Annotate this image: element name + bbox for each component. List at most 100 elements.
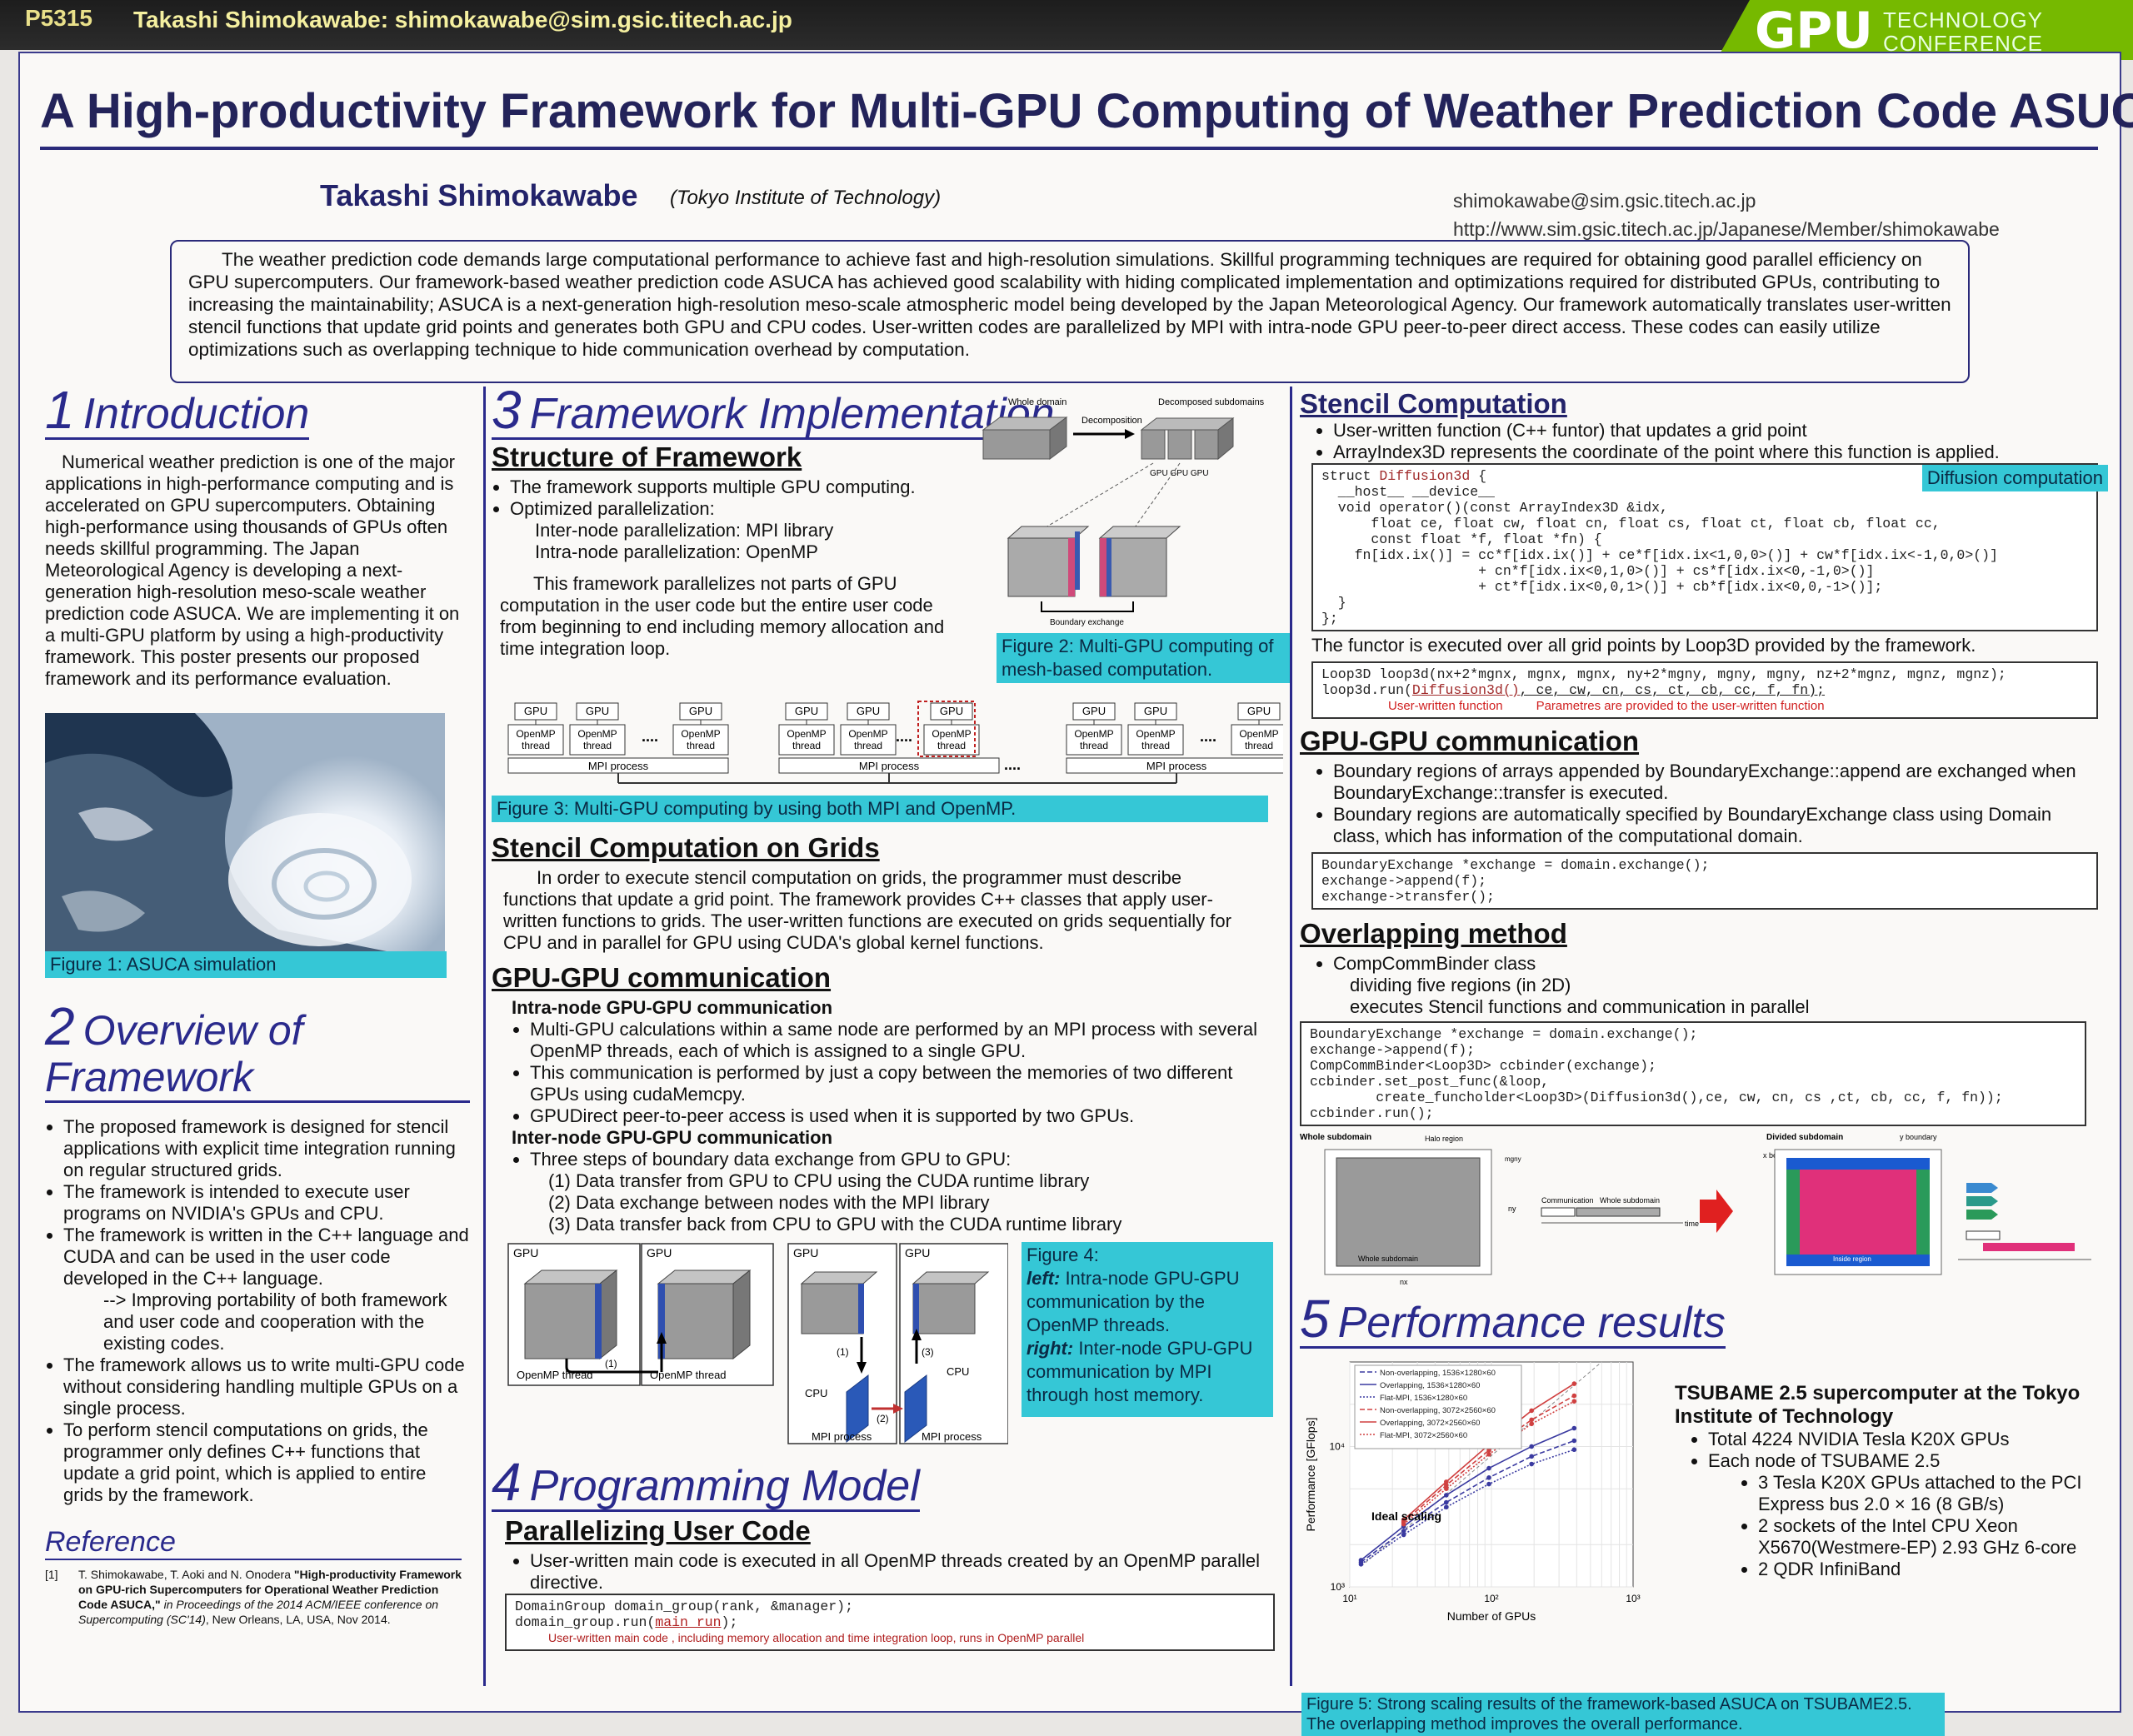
chart-grid <box>1349 1362 1633 1588</box>
chart-legend-entry: Non-overlapping, 3072×2560×60 <box>1380 1406 1496 1415</box>
chart-xlabel: Number of GPUs <box>1447 1609 1536 1623</box>
fig3-gpu-label: GPU <box>586 705 609 717</box>
fig2-whole-label: Whole domain <box>1008 397 1066 407</box>
code-line: BoundaryExchange *exchange = domain.exch… <box>1310 1026 1698 1042</box>
loop-code-line: Loop3D loop3d(nx+2*mgnx, mgnx, mgnx, ny+… <box>1321 666 2006 682</box>
affiliation: (Tokyo Institute of Technology) <box>670 187 942 209</box>
intra-node-bullets: Multi-GPU calculations within a same nod… <box>492 1019 1280 1127</box>
fig3-group: GPUOpenMPthreadGPUOpenMPthreadGPUOpenMPt… <box>507 701 1287 784</box>
chart-point <box>1486 1481 1491 1487</box>
tsubame-subbullet: 2 QDR InfiniBand <box>1758 1559 2083 1580</box>
overlapping-bullet: CompCommBinder class <box>1333 953 2108 975</box>
ovfig-wholesub-label: Whole subdomain <box>1358 1255 1418 1263</box>
fig4-caption-head: Figure 4: <box>1027 1245 1099 1265</box>
diffusion-label: Diffusion computation <box>1921 465 2108 491</box>
structure-text: This framework parallelizes not parts of… <box>500 573 945 659</box>
figure-1-caption: Figure 1: ASUCA simulation <box>45 951 447 978</box>
reference-authors: T. Shimokawabe, T. Aoki and N. Onodera <box>78 1568 294 1581</box>
structure-bullet: Optimized parallelization: <box>510 498 977 520</box>
tsubame-bullet: Each node of TSUBAME 2.5 <box>1708 1450 2083 1472</box>
fig4-gpu-label: GPU <box>647 1246 672 1260</box>
fig4-cpu-label: CPU <box>805 1387 827 1399</box>
decomposed-cubes <box>1140 417 1235 461</box>
poster: A High-productivity Framework for Multi-… <box>18 52 2133 1736</box>
reference-number: [1] <box>45 1568 58 1581</box>
code-line: ccbinder.set_post_func(&loop, <box>1310 1074 1550 1090</box>
fig3-dots: .... <box>896 728 912 745</box>
chart-point <box>1571 1393 1577 1399</box>
fig4-gpu-label: GPU <box>905 1246 930 1260</box>
fig4-step-label: (2) <box>877 1413 889 1424</box>
fig2-dashed <box>1132 462 1181 531</box>
fig4-cpu-label: CPU <box>947 1365 969 1378</box>
ovfig-boundary-bottom <box>1786 1255 1930 1266</box>
parallelizing-title: Parallelizing User Code <box>505 1515 811 1546</box>
reference-venue: in Proceedings of the 2014 ACM/IEEE conf… <box>78 1598 439 1626</box>
asuca-simulation-image <box>45 713 445 971</box>
ovfig-inside-region <box>1800 1170 1916 1255</box>
ovfig-arrow <box>1700 1190 1733 1233</box>
functor-text: The functor is executed over all grid po… <box>1311 635 1976 656</box>
fig3-mpi-label: MPI process <box>859 760 920 772</box>
fig3-thread-label: thread <box>1245 740 1273 751</box>
gtc-logo-small: TECHNOLOGY CONFERENCE <box>1883 8 2043 55</box>
reference-heading: Reference <box>45 1526 462 1560</box>
code-line: } <box>1321 595 1346 611</box>
fig3-highlight <box>917 701 976 757</box>
figure-4-diagram: GPU GPU (1) OpenMP thread OpenMP thread <box>507 1243 1009 1444</box>
code-line: exchange->append(f); <box>1321 873 1487 889</box>
code-brace: { <box>1470 468 1487 484</box>
loop-code-block: Loop3D loop3d(nx+2*mgnx, mgnx, mgnx, ny+… <box>1311 661 2098 719</box>
chart-point <box>1571 1399 1577 1404</box>
overview-bullet: The proposed framework is designed for s… <box>63 1116 470 1181</box>
overlapping-sub-1: dividing five regions (in 2D) <box>1350 975 1571 995</box>
overlapping-sub-2: executes Stencil functions and communica… <box>1350 996 1810 1017</box>
chart-point <box>1571 1425 1577 1431</box>
inter-node-bullets: Three steps of boundary data exchange fr… <box>492 1149 1283 1170</box>
figure-1: Figure 1: ASUCA simulation <box>45 713 447 978</box>
right-gg-bullet: Boundary regions of arrays appended by B… <box>1333 761 2083 804</box>
chart-point <box>1444 1499 1449 1505</box>
loop-code-part: loop3d.run( <box>1321 682 1412 698</box>
contact-url[interactable]: http://www.sim.gsic.titech.ac.jp/Japanes… <box>1453 218 2000 240</box>
fig2-decomposed-label: Decomposed subdomains <box>1158 397 1265 407</box>
fig3-gpu-label: GPU <box>1247 705 1271 717</box>
overview-bullet: The framework is intended to execute use… <box>63 1181 470 1225</box>
poster-title: A High-productivity Framework for Multi-… <box>40 84 2133 138</box>
fig3-thread-label: thread <box>687 740 715 751</box>
right-gpu-gpu-title: GPU-GPU communication <box>1300 726 1640 756</box>
fig3-thread-label: thread <box>1141 740 1170 751</box>
ovfig-time-label: time <box>1685 1220 1699 1228</box>
fig2-left-block <box>1007 526 1090 597</box>
fig3-openmp-box <box>1127 724 1184 756</box>
loop-note-user-function: User-written function <box>1388 699 1503 713</box>
tsubame-title: TSUBAME 2.5 supercomputer at the Tokyo I… <box>1675 1382 2081 1428</box>
code-line: exchange->transfer(); <box>1321 889 1495 905</box>
fig3-gpu-label: GPU <box>524 705 547 717</box>
overview-bullets: The proposed framework is designed for s… <box>45 1116 470 1290</box>
fig4-gpu-label: GPU <box>793 1246 818 1260</box>
stencil-grids-text: In order to execute stencil computation … <box>503 867 1231 953</box>
code-line: __host__ __device__ <box>1321 484 1495 500</box>
inter-step-3: (3) Data transfer back from CPU to GPU w… <box>548 1214 1122 1235</box>
fig4-caption-left: left: <box>1027 1268 1061 1289</box>
fig3-thread-label: thread <box>854 740 882 751</box>
chart-point <box>1358 1562 1364 1567</box>
structure-block: Structure of Framework The framework sup… <box>492 397 1290 700</box>
ovfig-nx-label: nx <box>1400 1278 1408 1286</box>
loop-code-func: Diffusion3d() <box>1411 682 1520 698</box>
tsubame-block: TSUBAME 2.5 supercomputer at the Tokyo I… <box>1675 1382 2083 1580</box>
gtc-logo-big: GPU <box>1755 2 1873 60</box>
chart-series-line <box>1361 1449 1575 1565</box>
code-line: exchange->append(f); <box>1310 1042 1476 1058</box>
chart-series <box>1358 1361 1602 1567</box>
loop-code-params: , ce, cw, cn, cs, ct, cb, cc, f, fn); <box>1519 682 1826 698</box>
fig3-dots: .... <box>1004 756 1021 773</box>
contact-email[interactable]: shimokawabe@sim.gsic.titech.ac.jp <box>1453 190 1756 212</box>
inter-step-1: (1) Data transfer from GPU to CPU using … <box>548 1170 1090 1191</box>
